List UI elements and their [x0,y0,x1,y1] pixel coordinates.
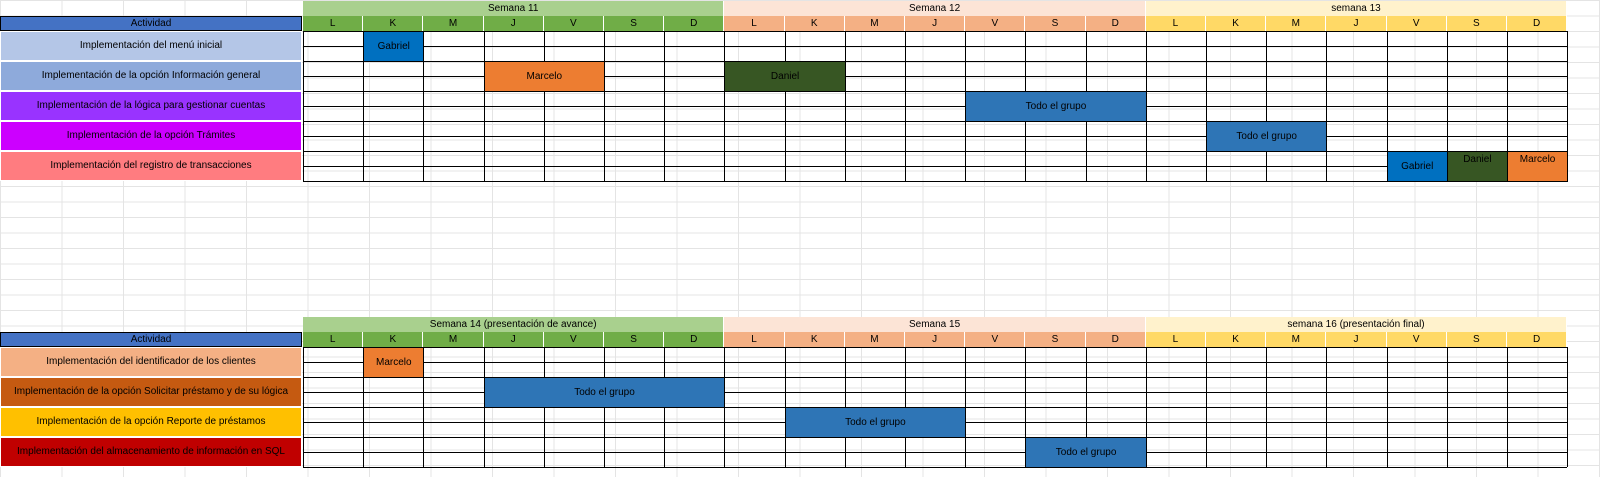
assignment-bar: Daniel [724,61,846,92]
day-header: V [1386,332,1447,347]
grid-line-horizontal [303,136,1568,137]
day-header: S [604,332,665,347]
task-label: Implementación de la opción Solicitar pr… [0,377,302,407]
day-header: L [724,16,785,31]
day-header: J [483,16,544,31]
task-label: Implementación del registro de transacci… [0,151,302,181]
day-header: V [1386,16,1447,31]
day-header: L [303,16,364,31]
task-label: Implementación de la opción Trámites [0,121,302,151]
grid-line-horizontal [303,151,1568,152]
week-header: Semana 11 [303,1,725,16]
grid-line-horizontal [303,61,1568,62]
grid-line-horizontal [303,181,1568,182]
day-header: V [965,16,1026,31]
day-header: L [724,332,785,347]
day-header: M [844,16,905,31]
day-header: K [784,16,845,31]
day-header: D [664,16,725,31]
assignment-bar: Gabriel [1386,151,1448,182]
task-label: Implementación de la opción Reporte de p… [0,407,302,437]
day-header: V [965,332,1026,347]
assignment-bar: Gabriel [363,31,425,62]
grid-line-horizontal [303,121,1568,122]
day-header: J [905,332,966,347]
assignment-bar: Todo el grupo [1206,121,1328,152]
grid-line-horizontal [303,452,1568,453]
day-header: V [543,16,604,31]
assignment-bar: Todo el grupo [1025,437,1147,468]
day-header: K [1206,16,1267,31]
week-header: Semana 15 [724,317,1146,332]
day-header: J [905,16,966,31]
day-header: S [1025,332,1086,347]
day-header: M [1266,332,1327,347]
grid-line-horizontal [303,166,1568,167]
day-header: D [1507,332,1568,347]
week-header: semana 13 [1145,1,1568,16]
week-header: Semana 12 [724,1,1146,16]
grid-line-horizontal [303,362,1568,363]
day-header: M [423,332,484,347]
day-header: S [1446,16,1507,31]
day-header: M [844,332,905,347]
grid-line-horizontal [303,106,1568,107]
task-label: Implementación del identificador de los … [0,347,302,377]
day-header: L [1145,16,1206,31]
activity-column-header: Actividad [0,332,302,347]
activity-column-header: Actividad [0,16,302,31]
day-header: D [1085,332,1146,347]
day-header: L [303,332,364,347]
week-header: semana 16 (presentación final) [1145,317,1568,332]
assignment-bar: Marcelo [483,61,605,92]
assignment-bar: Todo el grupo [965,91,1147,122]
assignment-bar: Todo el grupo [483,377,726,408]
day-header: J [483,332,544,347]
task-label: Implementación del almacenamiento de inf… [0,437,302,467]
grid-line-horizontal [303,46,1568,47]
day-header: M [423,16,484,31]
day-header: S [1025,16,1086,31]
grid-line-horizontal [303,76,1568,77]
day-header: S [604,16,665,31]
grid-line-horizontal [303,31,1568,32]
day-header: L [1145,332,1206,347]
day-header: J [1326,16,1387,31]
day-header: K [363,332,424,347]
day-header: K [784,332,845,347]
week-header: Semana 14 (presentación de avance) [303,317,725,332]
task-label: Implementación de la lógica para gestion… [0,91,302,121]
assignment-bar: Daniel [1446,151,1508,182]
grid-line-horizontal [303,377,1568,378]
grid-line-vertical [1567,31,1569,181]
day-header: D [1507,16,1568,31]
day-header: V [543,332,604,347]
assignment-bar: Marcelo [1507,151,1569,182]
task-label: Implementación de la opción Información … [0,61,302,91]
task-label: Implementación del menú inicial [0,31,302,61]
grid-line-horizontal [303,467,1568,468]
day-header: K [1206,332,1267,347]
day-header: D [664,332,725,347]
day-header: M [1266,16,1327,31]
grid-line-horizontal [303,392,1568,393]
day-header: D [1085,16,1146,31]
day-header: S [1446,332,1507,347]
day-header: J [1326,332,1387,347]
grid-line-horizontal [303,91,1568,92]
assignment-bar: Todo el grupo [784,407,967,438]
assignment-bar: Marcelo [363,347,425,378]
day-header: K [363,16,424,31]
grid-line-horizontal [303,347,1568,348]
grid-line-vertical [1567,347,1569,467]
